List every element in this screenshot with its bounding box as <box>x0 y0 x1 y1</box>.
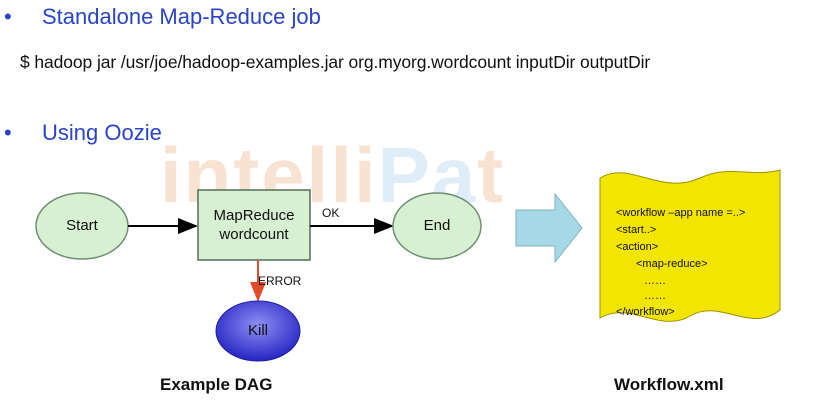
error-label: ERROR <box>258 274 302 288</box>
bullet-text: Using Oozie <box>42 120 162 145</box>
mapreduce-label-line2: wordcount <box>219 226 289 243</box>
xml-line: <start..> <box>616 224 657 236</box>
hadoop-command: $ hadoop jar /usr/joe/hadoop-examples.ja… <box>20 52 651 72</box>
bullet-text: Standalone Map-Reduce job <box>42 4 321 29</box>
bullet-marker: • <box>4 4 12 29</box>
ok-label: OK <box>322 206 340 220</box>
end-label: End <box>423 217 451 234</box>
end-node <box>392 192 482 260</box>
block-arrow <box>515 192 583 264</box>
workflow-document <box>599 169 781 322</box>
workflow-caption: Workflow.xml <box>614 375 724 394</box>
xml-line: <action> <box>616 241 659 253</box>
xml-line: <workflow –app name =..> <box>616 207 746 219</box>
mapreduce-label-line1: MapReduce <box>213 207 295 224</box>
xml-line: <map-reduce> <box>636 258 708 270</box>
xml-line: …… <box>644 290 666 302</box>
dag-caption: Example DAG <box>160 375 273 394</box>
xml-line: …… <box>644 275 666 287</box>
bullet-marker: • <box>4 120 12 145</box>
watermark-part3: t <box>477 131 506 219</box>
start-label: Start <box>66 217 98 234</box>
mapreduce-node <box>197 189 311 261</box>
kill-node <box>215 300 301 362</box>
kill-label: Kill <box>247 322 268 339</box>
xml-line: </workflow> <box>616 306 675 318</box>
